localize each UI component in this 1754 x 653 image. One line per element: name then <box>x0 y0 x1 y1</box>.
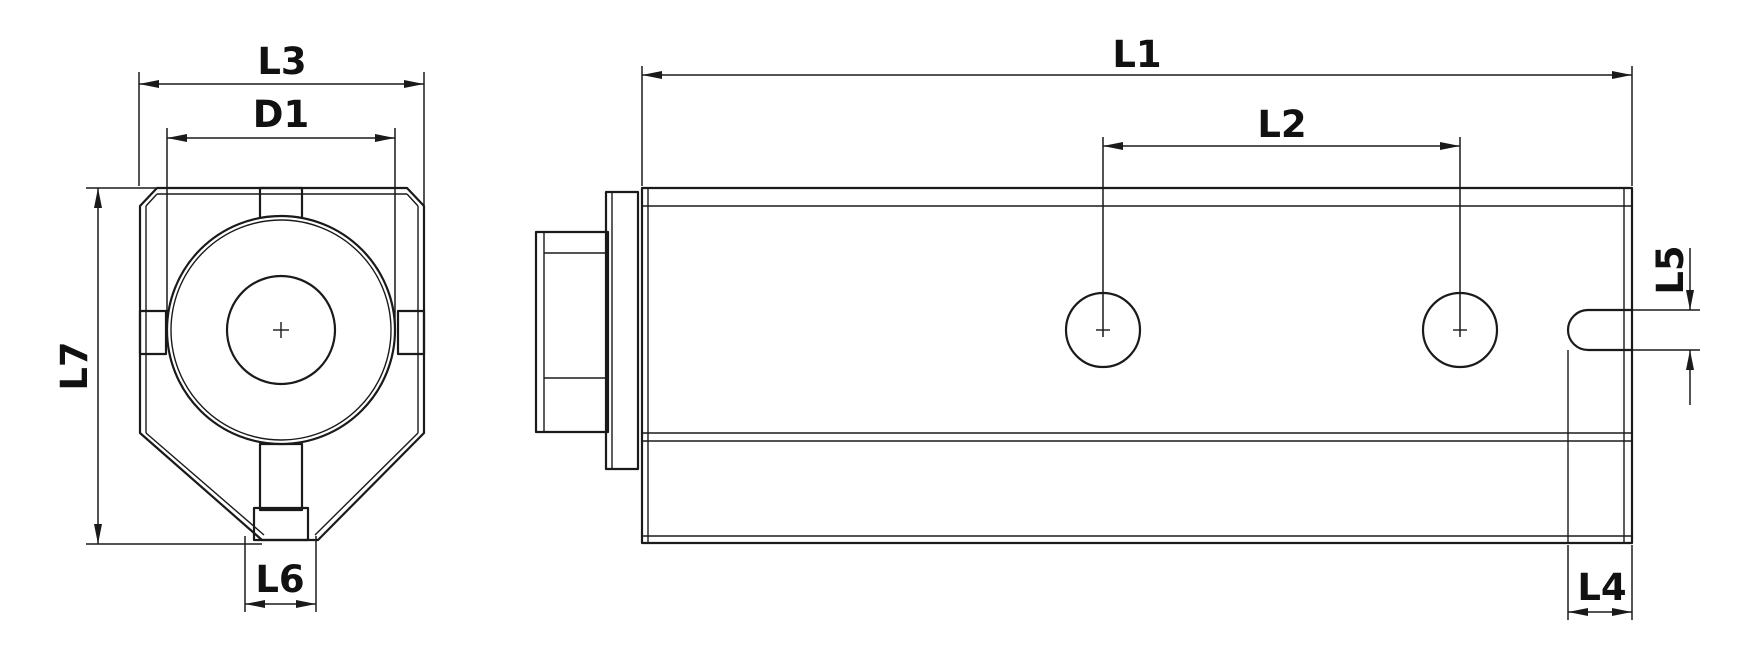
bottom-key-stem <box>258 442 304 512</box>
left-key-slot <box>138 309 168 356</box>
bottom-key-block <box>252 506 310 542</box>
end-view-right-bevel-inner <box>314 432 419 536</box>
end-view-left-bevel-inner <box>145 432 265 536</box>
bore-inner-circle <box>225 274 337 386</box>
l4-label: L4 <box>1577 566 1626 609</box>
end-view-outline <box>138 186 426 542</box>
end-view <box>138 186 426 542</box>
l1-label: L1 <box>1112 33 1161 76</box>
l3-label: L3 <box>257 40 306 83</box>
end-view-inner-top-right-edge <box>406 193 419 207</box>
main-body <box>640 186 1634 545</box>
l2-label: L2 <box>1257 103 1306 146</box>
side-view <box>534 186 1634 545</box>
side-view-dimensions: L1 L2 L5 L4 <box>641 33 1700 620</box>
right-key-slot <box>396 309 426 356</box>
l7-label: L7 <box>53 341 96 390</box>
end-slot <box>1566 308 1632 352</box>
end-view-dimensions: L3 D1 L7 L6 <box>53 40 425 612</box>
end-view-inner-top-left-edge <box>145 193 158 207</box>
l6-label: L6 <box>255 558 304 601</box>
d1-label: D1 <box>253 93 309 136</box>
l5-label: L5 <box>1649 245 1692 294</box>
flange-collar <box>604 190 640 471</box>
hex-nut <box>534 230 610 434</box>
bore-outer-circle-inner-edge <box>170 219 392 441</box>
